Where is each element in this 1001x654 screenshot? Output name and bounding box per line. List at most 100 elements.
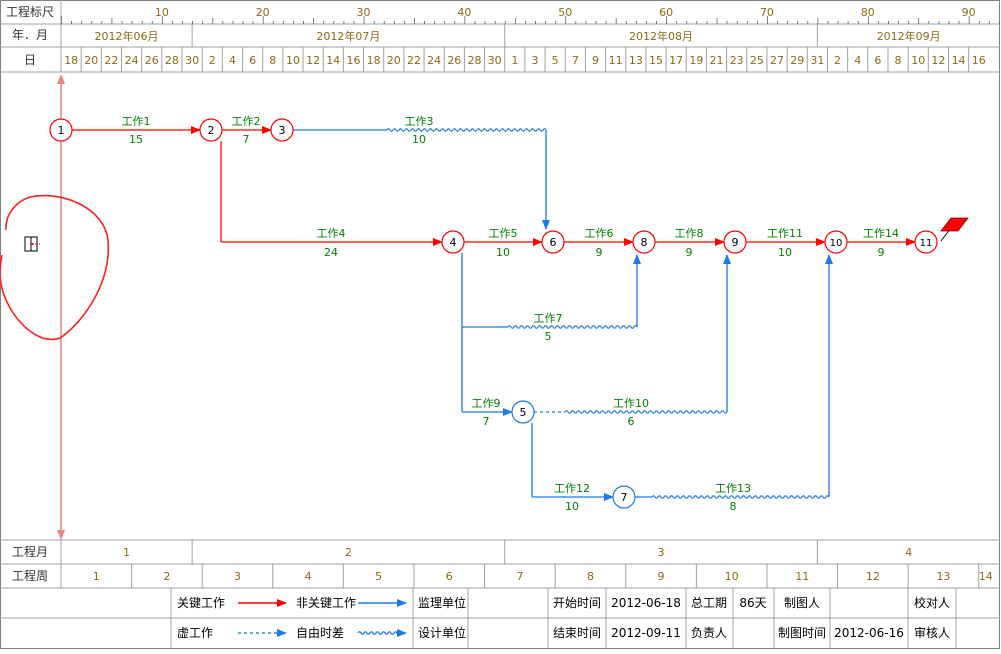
task-name-label: 工作1 [122, 115, 151, 128]
auditor-label: 审核人 [914, 625, 950, 640]
event-node-label: 4 [450, 236, 457, 249]
day-cell: 14 [326, 54, 340, 67]
day-cell: 11 [609, 54, 623, 67]
project-week-cell: 12 [866, 570, 880, 583]
ruler-tick-label: 80 [861, 6, 875, 19]
event-node-circle [723, 230, 747, 254]
project-month-label: 工程月 [12, 544, 48, 559]
day-cell: 2 [209, 54, 216, 67]
task-duration-label: 10 [565, 500, 579, 513]
ruler-tick-label: 90 [962, 6, 976, 19]
task-arrows [72, 126, 916, 501]
task-arrow[interactable] [461, 327, 513, 416]
day-cell: 24 [125, 54, 139, 67]
project-month-cell: 3 [658, 546, 665, 559]
project-month-cell: 1 [123, 546, 130, 559]
ruler-tick-label: 20 [256, 6, 270, 19]
ruler-tick-label: 70 [760, 6, 774, 19]
task-duration-label: 5 [545, 330, 552, 343]
day-cell: 9 [592, 54, 599, 67]
day-cell: 31 [810, 54, 824, 67]
legend-supervisor-label: 监理单位 [418, 595, 466, 610]
event-node[interactable]: 2 [199, 118, 223, 142]
ruler-tick-label: 10 [155, 6, 169, 19]
legend-noncritical-label: 非关键工作 [296, 596, 356, 610]
day-cell: 30 [488, 54, 502, 67]
event-node[interactable]: 4 [441, 230, 465, 254]
task-name-label: 工作13 [715, 482, 751, 495]
event-nodes: 1 2 3 4 5 6 7 8 9 10 11 [49, 118, 938, 509]
day-cell: 19 [689, 54, 703, 67]
project-week-label: 工程周 [12, 568, 48, 583]
day-cell: 18 [64, 54, 78, 67]
month-cell: 2012年07月 [316, 29, 380, 43]
event-node[interactable]: 3 [270, 118, 294, 142]
event-node[interactable]: 6 [541, 230, 565, 254]
task-arrow[interactable] [534, 254, 731, 414]
legend-critical-label: 关键工作 [177, 596, 225, 610]
day-cell: 18 [367, 54, 381, 67]
task-arrow[interactable] [635, 254, 833, 499]
free-float-wave [564, 410, 728, 414]
event-node[interactable]: 7 [612, 485, 636, 509]
draw-time-value: 2012-06-16 [834, 626, 904, 640]
event-node-circle [511, 400, 535, 424]
project-month-cell: 4 [905, 546, 912, 559]
task-duration-label: 7 [483, 415, 490, 428]
event-node-circle [632, 230, 656, 254]
total-period-value: 86天 [739, 596, 766, 610]
day-cell: 30 [185, 54, 199, 67]
current-date-line-top-arrow [57, 74, 65, 84]
task-arrow[interactable] [461, 253, 641, 329]
project-week-cell: 11 [795, 570, 809, 583]
day-cell: 17 [669, 54, 683, 67]
task-duration-label: 24 [324, 246, 338, 259]
event-node[interactable]: 10 [824, 230, 848, 254]
task-duration-label: 10 [412, 133, 426, 146]
event-node-label: 1 [58, 124, 65, 137]
day-cell: 15 [649, 54, 663, 67]
task-name-label: 工作14 [863, 227, 899, 240]
task-arrow[interactable] [220, 141, 443, 246]
project-week-cell: 10 [725, 570, 739, 583]
month-cell: 2012年08月 [629, 29, 693, 43]
legend-table: 关键工作 非关键工作 虚工作 自由时差 监理单位 设计单位 开始时间 结束时间 … [0, 588, 1000, 648]
event-node-circle [824, 230, 848, 254]
day-cell: 26 [447, 54, 461, 67]
project-week-cell: 2 [163, 570, 170, 583]
task-name-label: 工作4 [317, 227, 346, 240]
ruler-tick-label: 50 [558, 6, 572, 19]
task-arrow[interactable] [293, 128, 550, 230]
event-node[interactable]: 5 [511, 400, 535, 424]
event-node-label: 10 [830, 238, 843, 249]
project-week-cell: 13 [936, 570, 950, 583]
day-cell: 21 [710, 54, 724, 67]
event-node-label: 3 [279, 124, 286, 137]
task-duration-label: 9 [596, 246, 603, 259]
task-duration-label: 9 [686, 246, 693, 259]
task-duration-label: 10 [778, 246, 792, 259]
event-node[interactable]: 9 [723, 230, 747, 254]
day-cell: 7 [572, 54, 579, 67]
project-week-cell: 8 [587, 570, 594, 583]
free-float-wave [386, 128, 547, 132]
event-node[interactable]: 8 [632, 230, 656, 254]
day-cell: 1 [511, 54, 518, 67]
event-node[interactable]: 11 [914, 230, 938, 254]
task-arrow[interactable] [531, 423, 614, 501]
legend-virtual-label: 虚工作 [177, 626, 213, 640]
day-row-label: 日 [24, 53, 36, 67]
project-week-cell: 3 [234, 570, 241, 583]
event-node[interactable]: 1 [49, 118, 73, 142]
task-duration-label: 9 [878, 246, 885, 259]
month-cell: 2012年06月 [95, 29, 159, 43]
task-name-label: 工作7 [534, 312, 563, 325]
current-date-line-bottom-arrow [57, 530, 65, 540]
